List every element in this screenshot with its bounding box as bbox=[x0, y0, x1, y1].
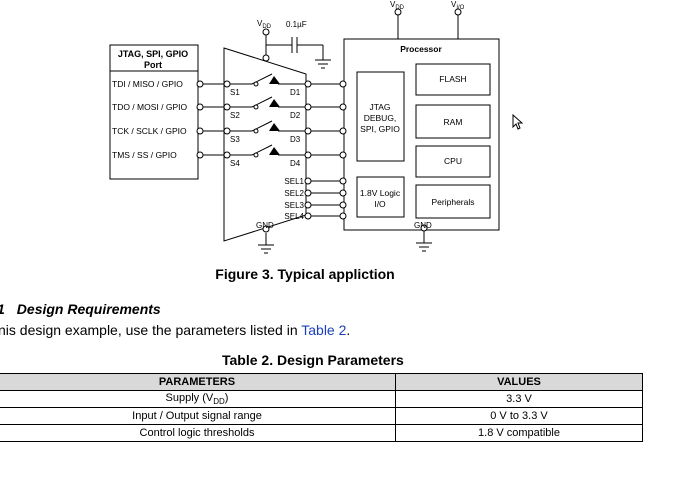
table-row: Supply (VDD) 3.3 V bbox=[0, 390, 643, 408]
section-number: 1 bbox=[0, 301, 5, 317]
value-cell: 0 V to 3.3 V bbox=[395, 407, 643, 425]
parameter-cell: Input / Output signal range bbox=[0, 407, 396, 425]
parameter-cell: Supply (VDD) bbox=[0, 390, 396, 408]
ram-label: RAM bbox=[444, 117, 463, 127]
table-header-row: PARAMETERS VALUES bbox=[0, 373, 643, 391]
processor-title: Processor bbox=[400, 44, 442, 54]
port-pin-1: TDI / MISO / GPIO bbox=[112, 79, 183, 89]
switch-label-s3: S3 bbox=[230, 135, 240, 144]
table-2-link[interactable]: Table 2 bbox=[301, 322, 347, 338]
flash-label: FLASH bbox=[439, 74, 466, 84]
intro-paragraph: nis design example, use the parameters l… bbox=[0, 322, 350, 338]
port-title-line1: JTAG, SPI, GPIO bbox=[118, 49, 188, 59]
capacitor-label: 0.1µF bbox=[286, 20, 307, 29]
figure-caption: Figure 3. Typical appliction bbox=[215, 266, 395, 282]
port-pin-4: TMS / SS / GPIO bbox=[112, 150, 177, 160]
typical-application-diagram: JTAG, SPI, GPIO Port TDI / MISO / GPIO T… bbox=[109, 0, 500, 254]
processor-box bbox=[343, 38, 500, 231]
table-row: Control logic thresholds 1.8 V compatibl… bbox=[0, 424, 643, 442]
ram-block bbox=[415, 104, 491, 139]
port-pin-3: TCK / SCLK / GPIO bbox=[112, 126, 187, 136]
flash-block bbox=[415, 63, 491, 96]
switch-label-s2: S2 bbox=[230, 111, 240, 120]
switch-label-s4: S4 bbox=[230, 159, 240, 168]
logic-io-label-line1: 1.8V Logic bbox=[360, 188, 401, 198]
cpu-label: CPU bbox=[444, 156, 462, 166]
peripherals-label: Peripherals bbox=[432, 197, 475, 207]
processor-vdd-pin: VDD bbox=[390, 0, 405, 11]
mouse-cursor-icon bbox=[512, 114, 523, 130]
peripherals-block bbox=[415, 184, 491, 219]
mux-vdd-label: VDD bbox=[257, 19, 272, 30]
switch-label-d4: D4 bbox=[290, 159, 301, 168]
sel-label-2: SEL2 bbox=[284, 189, 304, 198]
value-cell: 3.3 V bbox=[395, 390, 643, 408]
design-parameters-table: PARAMETERS VALUES Supply (VDD) 3.3 V Inp… bbox=[0, 373, 643, 442]
intro-end: . bbox=[346, 322, 351, 338]
section-heading: 1 Design Requirements bbox=[0, 301, 161, 317]
logic-io-block bbox=[356, 176, 405, 218]
switch-label-s1: S1 bbox=[230, 88, 240, 97]
parameter-cell: Control logic thresholds bbox=[0, 424, 396, 442]
section-title: Design Requirements bbox=[16, 301, 161, 317]
switch-label-d2: D2 bbox=[290, 111, 301, 120]
port-box bbox=[109, 44, 199, 180]
jtag-block bbox=[356, 71, 405, 162]
mux-gnd-label: GND bbox=[256, 221, 274, 230]
value-cell: 1.8 V compatible bbox=[395, 424, 643, 442]
logic-io-label-line2: I/O bbox=[374, 199, 386, 209]
switch-label-d1: D1 bbox=[290, 88, 301, 97]
table-row: Input / Output signal range 0 V to 3.3 V bbox=[0, 407, 643, 425]
table-title: Table 2. Design Parameters bbox=[222, 352, 404, 368]
port-pin-2: TDO / MOSI / GPIO bbox=[112, 102, 187, 112]
port-title-line2: Port bbox=[144, 60, 162, 70]
sel-label-3: SEL3 bbox=[284, 201, 304, 210]
sel-label-4: SEL4 bbox=[284, 212, 304, 221]
switch-label-d3: D3 bbox=[290, 135, 301, 144]
sel-label-1: SEL1 bbox=[284, 177, 304, 186]
table-header-values: VALUES bbox=[395, 373, 643, 391]
cpu-block bbox=[415, 145, 491, 178]
jtag-label-line3: SPI, GPIO bbox=[360, 124, 400, 134]
jtag-label-line2: DEBUG, bbox=[364, 113, 397, 123]
jtag-label-line1: JTAG bbox=[369, 102, 390, 112]
intro-text: nis design example, use the parameters l… bbox=[0, 322, 302, 338]
table-header-parameters: PARAMETERS bbox=[0, 373, 396, 391]
processor-vio-pin: VI/O bbox=[451, 0, 465, 11]
processor-gnd-label: GND bbox=[414, 221, 432, 230]
